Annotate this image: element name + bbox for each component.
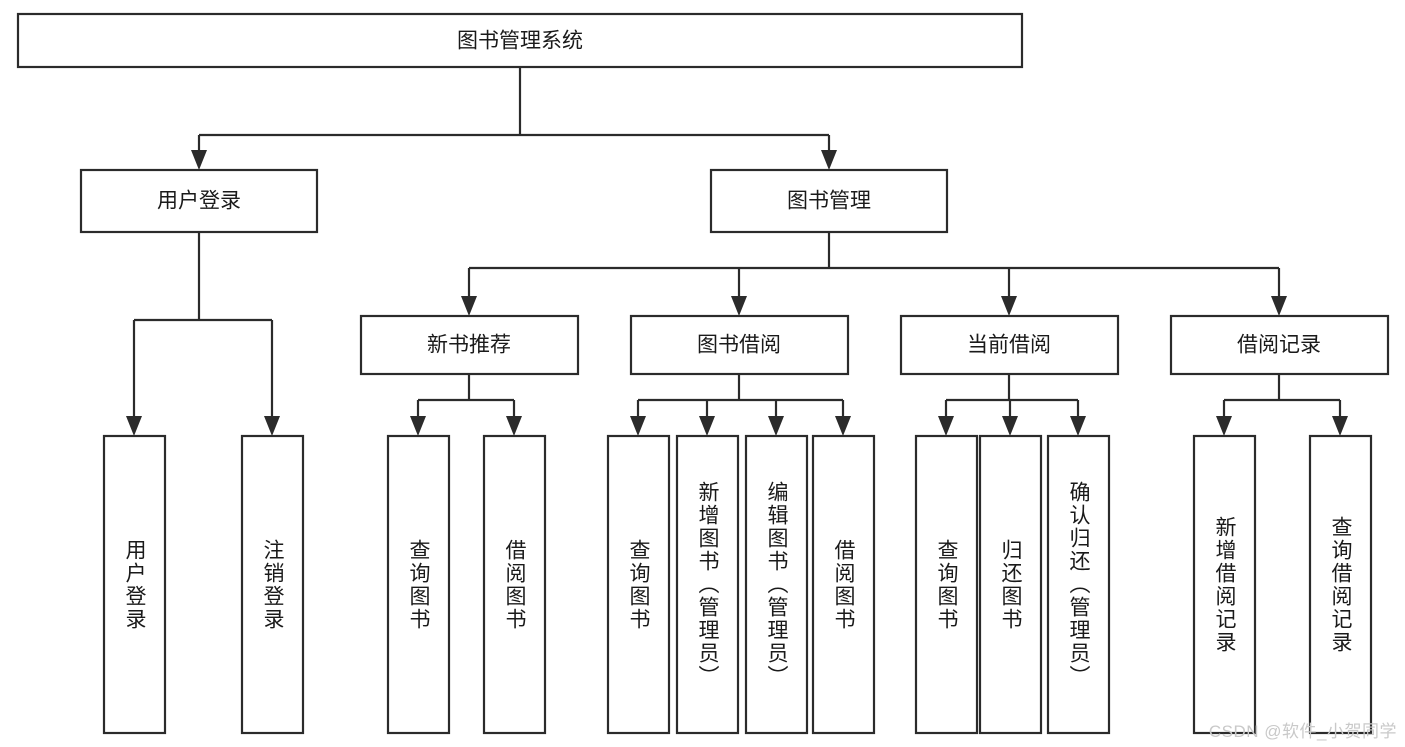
nodes-layer: 图书管理系统 用户登录 图书管理 新书推荐 图书借阅 当前借阅 借阅记录 <box>16 12 1390 735</box>
arrow-head-bookmgmt <box>821 150 837 170</box>
node-root-label: 图书管理系统 <box>457 30 583 53</box>
leaf-box-borrow-book-new[interactable] <box>482 434 547 735</box>
leaf-box-borrow-book[interactable] <box>811 434 876 735</box>
node-book-management-box[interactable] <box>709 168 949 234</box>
leaf-box-add-book-admin[interactable] <box>675 434 740 735</box>
node-user-login-label: 用户登录 <box>157 190 241 213</box>
node-book-management-label: 图书管理 <box>787 190 871 213</box>
leaf-box-logout[interactable] <box>240 434 305 735</box>
leaf-box-add-borrow-record[interactable] <box>1192 434 1257 735</box>
leaf-box-query-book-borrow[interactable] <box>606 434 671 735</box>
arrow-head-currentborrow-leaf3 <box>1070 416 1086 436</box>
node-current-borrow-box[interactable] <box>899 314 1120 376</box>
arrow-head-bookborrow-leaf4 <box>835 416 851 436</box>
arrow-head-leaf-logout <box>264 416 280 436</box>
node-borrow-record-label: 借阅记录 <box>1237 334 1321 357</box>
arrow-head-newbook-leaf2 <box>506 416 522 436</box>
node-book-borrow-box[interactable] <box>629 314 850 376</box>
node-book-borrow-label: 图书借阅 <box>697 334 781 357</box>
leaf-box-query-borrow-record[interactable] <box>1308 434 1373 735</box>
arrow-head-newbook-leaf1 <box>410 416 426 436</box>
node-borrow-record-box[interactable] <box>1169 314 1390 376</box>
node-root-box[interactable] <box>16 12 1024 69</box>
arrow-head-new-book <box>461 296 477 316</box>
leaf-box-edit-book-admin[interactable] <box>744 434 809 735</box>
arrow-head-borrowrecord-leaf2 <box>1332 416 1348 436</box>
arrow-head-bookborrow-leaf2 <box>699 416 715 436</box>
arrow-head-userlogin <box>191 150 207 170</box>
arrow-head-bookborrow-leaf1 <box>630 416 646 436</box>
leaf-box-return-book[interactable] <box>978 434 1043 735</box>
arrow-head-currentborrow-leaf1 <box>938 416 954 436</box>
leaf-box-query-book-new[interactable] <box>386 434 451 735</box>
node-user-login-box[interactable] <box>79 168 319 234</box>
arrow-head-book-borrow <box>731 296 747 316</box>
watermark-text: CSDN @软件_小贺同学 <box>1208 722 1397 741</box>
leaf-box-user-login[interactable] <box>102 434 167 735</box>
node-current-borrow-label: 当前借阅 <box>967 334 1051 357</box>
arrow-head-borrowrecord-leaf1 <box>1216 416 1232 436</box>
arrow-head-current-borrow <box>1001 296 1017 316</box>
node-new-book-recommend-label: 新书推荐 <box>427 334 511 357</box>
arrow-head-bookborrow-leaf3 <box>768 416 784 436</box>
leaf-box-query-book-current[interactable] <box>914 434 979 735</box>
arrow-head-leaf-user-login <box>126 416 142 436</box>
arrow-head-borrow-record <box>1271 296 1287 316</box>
arrow-head-currentborrow-leaf2 <box>1002 416 1018 436</box>
edges-layer <box>126 67 1348 436</box>
node-new-book-recommend-box[interactable] <box>359 314 580 376</box>
leaf-box-confirm-return-admin[interactable] <box>1046 434 1111 735</box>
